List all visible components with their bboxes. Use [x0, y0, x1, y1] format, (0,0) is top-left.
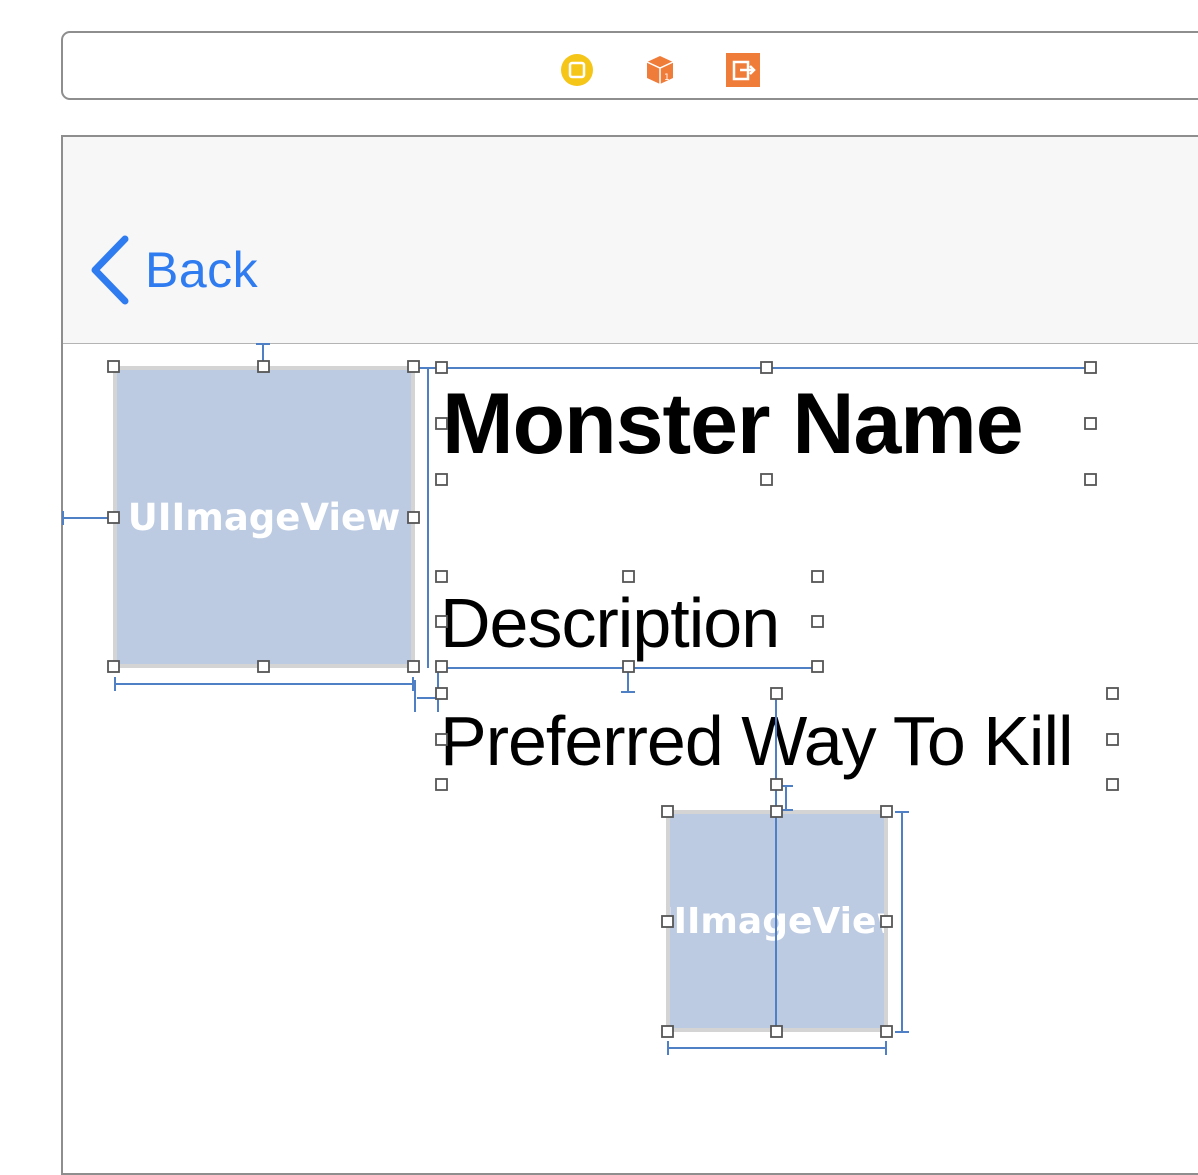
- image-view-large[interactable]: UIImageView: [113, 366, 415, 668]
- back-label: Back: [145, 242, 259, 298]
- svg-text:1: 1: [664, 73, 670, 83]
- chevron-left-icon: [91, 235, 129, 305]
- image-view-placeholder-label: UIImageView: [670, 900, 884, 942]
- preferred-way-to-kill-label[interactable]: Preferred Way To Kill: [440, 702, 1074, 780]
- description-label[interactable]: Description: [440, 584, 780, 662]
- view-controller-icon[interactable]: [560, 53, 594, 87]
- monster-name-label[interactable]: Monster Name: [442, 376, 1024, 472]
- image-view-placeholder-label: UIImageView: [127, 495, 401, 539]
- image-view-small[interactable]: UIImageView: [666, 810, 888, 1032]
- back-button[interactable]: Back: [89, 235, 258, 305]
- first-responder-icon[interactable]: 1: [643, 53, 677, 87]
- scene-dock: 1: [61, 31, 1198, 100]
- exit-icon[interactable]: [726, 53, 760, 87]
- navigation-bar: Back: [63, 137, 1198, 344]
